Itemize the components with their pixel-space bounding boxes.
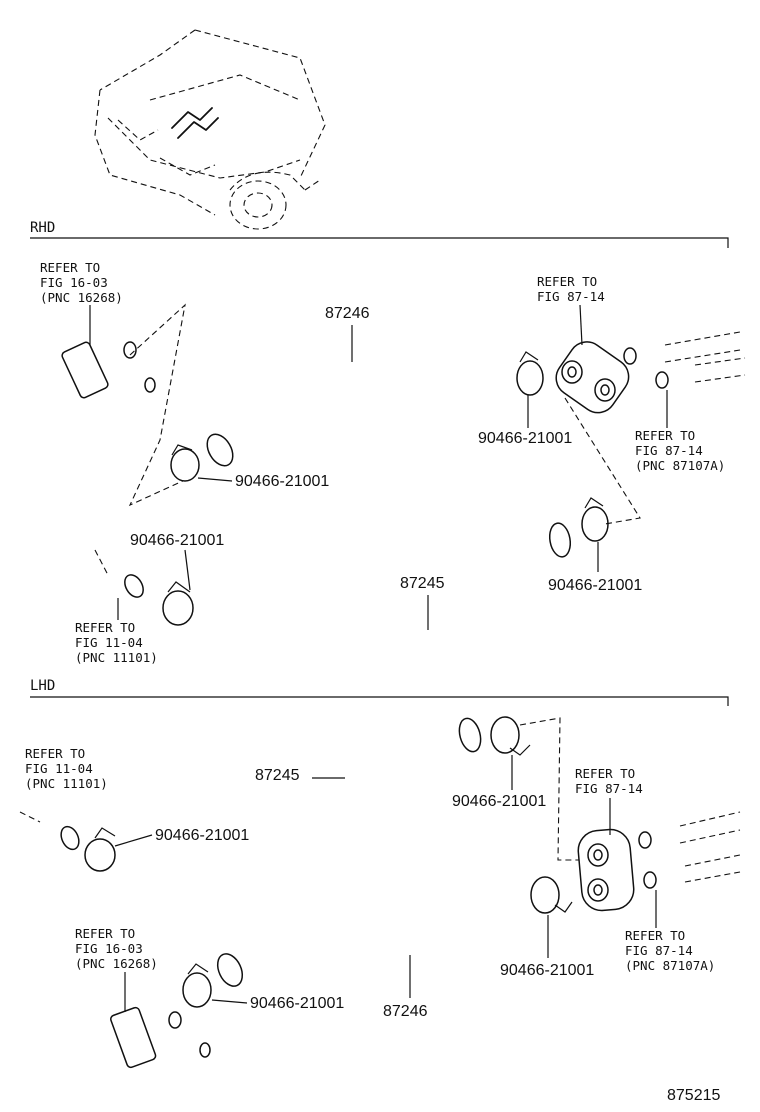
ref-line: REFER TO [575,766,635,781]
ref-line: (PNC 16268) [75,956,158,971]
ref-line: FIG 87-14 [537,289,605,304]
rhd-ref-fig-87-14-side: REFER TO FIG 87-14 (PNC 87107A) [635,390,725,473]
lhd-ref-fig-87-14-side: REFER TO FIG 87-14 (PNC 87107A) [625,890,715,973]
ref-line: FIG 11-04 [75,635,143,650]
part-number-clamp: 90466-21001 [452,793,546,810]
ref-line: (PNC 11101) [75,650,158,665]
rhd-clamp-right [516,351,544,396]
rhd-ref-fig-87-14-top: REFER TO FIG 87-14 [537,274,605,346]
part-number-clamp: 90466-21001 [235,473,329,490]
part-number-clamp: 90466-21001 [250,995,344,1012]
ref-line: (PNC 11101) [25,776,108,791]
part-number-clamp: 90466-21001 [130,532,224,549]
ref-line: FIG 16-03 [40,275,108,290]
part-number-87245: 87245 [255,767,300,784]
rhd-clamp-lower-left [162,581,194,626]
rhd-clamp-label-lower-right: 90466-21001 [548,542,642,594]
lhd-heater-plate [577,828,635,912]
lhd-clamp-lower-left [182,963,212,1008]
rhd-engine-pipe [12,341,156,430]
lhd-hose-87246 [214,889,531,987]
ref-line: (PNC 87107A) [635,458,725,473]
lhd-engine-pipe [54,1006,211,1093]
lhd-ref-fig-16-03: REFER TO FIG 16-03 (PNC 16268) [75,926,158,1012]
ref-line: REFER TO [40,260,100,275]
ref-line: REFER TO [75,620,135,635]
ref-line: FIG 87-14 [625,943,693,958]
part-number-87246: 87246 [325,305,370,322]
ref-line: REFER TO [75,926,135,941]
car-sketch [94,29,326,230]
rhd-part-87245-label: 87245 [400,575,445,630]
part-number-clamp: 90466-21001 [155,827,249,844]
lhd-engine-outlet-pipe [19,811,80,851]
lhd-clamp-label-lower-left: 90466-21001 [211,995,344,1012]
part-number-87246: 87246 [383,1003,428,1020]
lhd-clamp-label-upper-right: 90466-21001 [452,755,546,810]
ref-line: REFER TO [537,274,597,289]
part-number-clamp: 90466-21001 [478,430,572,447]
section-label-rhd: RHD [30,220,55,236]
rhd-clamp-label-left: 90466-21001 [197,473,329,490]
rhd-engine-outlet-pipe [90,549,144,598]
section-label-lhd: LHD [30,678,55,694]
figure-number: 875215 [667,1087,720,1104]
rhd-clamp-label-right: 90466-21001 [478,395,572,447]
ref-line: (PNC 87107A) [625,958,715,973]
ref-line: FIG 16-03 [75,941,143,956]
lhd-clamp-label-lower-right: 90466-21001 [500,915,594,979]
ref-line: (PNC 16268) [40,290,123,305]
rhd-heater-plate [555,341,630,414]
lhd-ref-fig-87-14-top: REFER TO FIG 87-14 [575,766,643,835]
lhd-ref-fig-11-04: REFER TO FIG 11-04 (PNC 11101) [25,746,108,791]
ref-line: FIG 11-04 [25,761,93,776]
lhd-heater-pipes [638,811,741,889]
lhd-clamp-left [84,827,116,872]
rhd-ref-fig-16-03: REFER TO FIG 16-03 (PNC 16268) [40,260,123,345]
rhd-heater-pipes [623,331,746,389]
lhd-clamp-lower-right [530,876,573,914]
lhd-clamp-label-left: 90466-21001 [114,827,249,847]
part-number-clamp: 90466-21001 [548,577,642,594]
rhd-ref-fig-11-04: REFER TO FIG 11-04 (PNC 11101) [75,598,158,665]
lhd-part-87246-label: 87246 [383,955,428,1020]
ref-line: FIG 87-14 [635,443,703,458]
rhd-clamp-lower-right [581,497,609,542]
rhd-part-87246-label: 87246 [325,305,370,362]
ref-line: REFER TO [635,428,695,443]
lhd-part-87245-label: 87245 [255,767,345,784]
rhd-clamp-label-lower-left: 90466-21001 [130,532,224,591]
ref-line: REFER TO [25,746,85,761]
part-number-clamp: 90466-21001 [500,962,594,979]
lhd-clamp-upper-right [490,716,531,756]
ref-line: FIG 87-14 [575,781,643,796]
lhd-hose-87245 [114,717,486,905]
part-number-87245: 87245 [400,575,445,592]
rhd-hose-87245 [194,522,576,648]
ref-line: REFER TO [625,928,685,943]
rhd-hose-87246 [204,352,511,467]
rhd-clamp-left [170,444,200,482]
